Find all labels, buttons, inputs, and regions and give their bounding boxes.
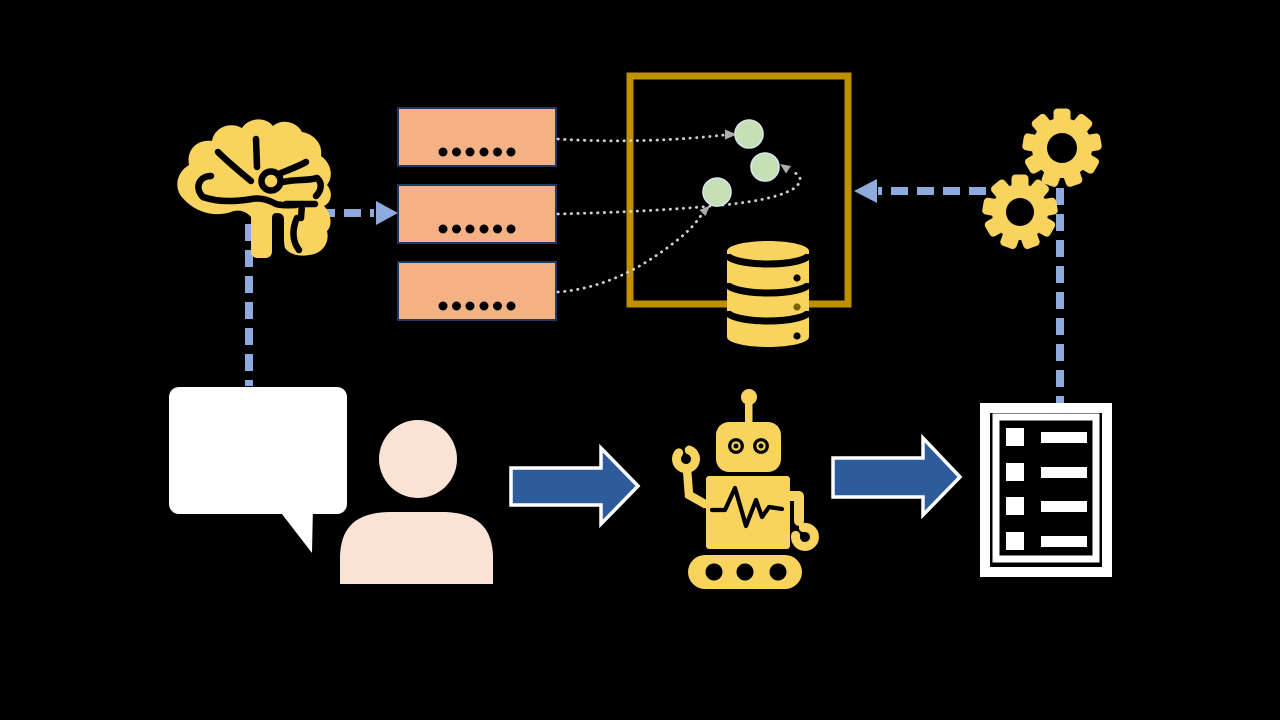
data-point bbox=[750, 152, 780, 182]
person-icon bbox=[340, 420, 493, 584]
server-row bbox=[397, 107, 557, 167]
arrowhead-point1 bbox=[725, 129, 737, 140]
arrow-user-to-robot bbox=[509, 443, 641, 529]
brain-folds bbox=[195, 135, 324, 254]
database-led bbox=[793, 303, 801, 311]
arrowhead-point3 bbox=[699, 205, 710, 216]
arrowhead-gears-to-box bbox=[854, 179, 877, 203]
database-led bbox=[793, 274, 801, 282]
database-led bbox=[793, 332, 801, 340]
speech-bubble-body bbox=[169, 387, 347, 514]
person-head bbox=[379, 420, 457, 498]
brain-fold-loop bbox=[258, 168, 284, 194]
server-row bbox=[397, 261, 557, 321]
data-points bbox=[702, 119, 780, 207]
dotted-connectors bbox=[556, 129, 802, 294]
robot-right-arm bbox=[784, 491, 804, 526]
arrow-robot-to-checklist bbox=[831, 433, 963, 520]
gear bbox=[1022, 108, 1102, 187]
data-point bbox=[734, 119, 764, 149]
gear bbox=[982, 174, 1058, 250]
document-outer-border bbox=[980, 403, 1112, 577]
server-lights bbox=[438, 224, 516, 234]
robot-left-arm bbox=[682, 464, 710, 509]
arrowhead-brain-to-servers bbox=[376, 201, 398, 225]
checklist-document-icon bbox=[980, 403, 1112, 577]
document-inner-border bbox=[992, 413, 1100, 563]
robot-wheels bbox=[705, 563, 787, 581]
robot-antenna-stem bbox=[745, 400, 753, 424]
robot-heartbeat bbox=[709, 485, 785, 529]
database-icon bbox=[723, 241, 813, 347]
server-lights bbox=[438, 301, 516, 311]
connector-server1-to-point bbox=[556, 133, 726, 143]
person-body bbox=[340, 512, 493, 584]
brain-icon bbox=[177, 119, 331, 258]
arrowhead-point2 bbox=[780, 164, 791, 174]
server-lights bbox=[438, 147, 516, 157]
gears-icon bbox=[982, 108, 1102, 250]
robot-left-gripper bbox=[672, 445, 700, 473]
server-stack-icon bbox=[397, 107, 557, 321]
server-row bbox=[397, 184, 557, 244]
robot-eyes bbox=[728, 438, 769, 454]
data-point bbox=[702, 177, 732, 207]
checklist-rows bbox=[1006, 428, 1087, 550]
robot-right-gripper bbox=[791, 522, 819, 551]
connector-server3-to-point bbox=[556, 212, 704, 294]
speech-bubble-tail bbox=[275, 505, 313, 553]
robot-icon bbox=[672, 389, 819, 589]
speech-bubble-icon bbox=[169, 387, 347, 553]
robot-head bbox=[716, 422, 781, 472]
database-separators bbox=[723, 252, 813, 325]
robot-body bbox=[706, 476, 790, 549]
